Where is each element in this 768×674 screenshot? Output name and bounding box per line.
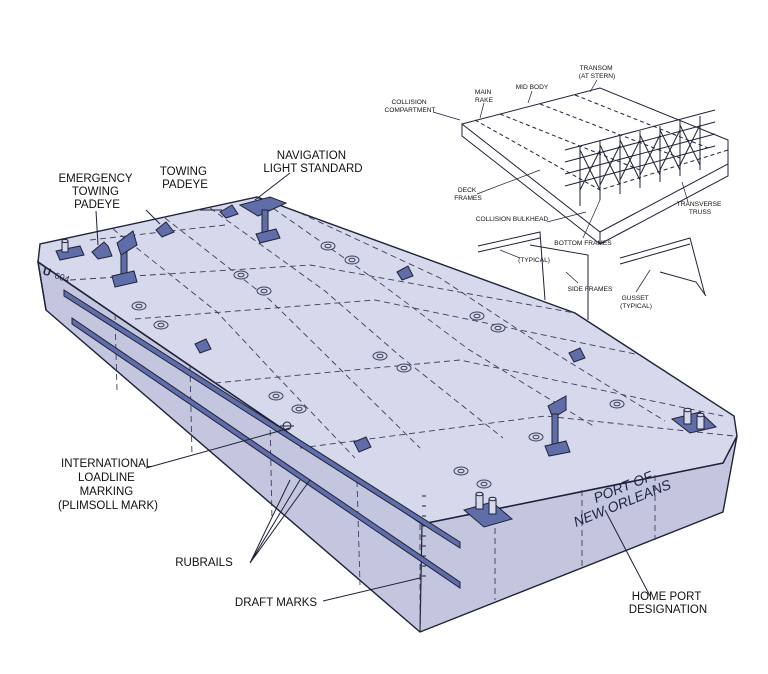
- towing-padeye-left-shape: [155, 221, 175, 238]
- hatch: [131, 301, 147, 311]
- cleat-deck-4: [568, 347, 586, 363]
- inset-frame: [460, 87, 729, 320]
- inset-label-deck-frames: DECK FRAMES: [454, 187, 482, 202]
- draft-marks: [422, 495, 426, 577]
- rubrail-upper: [63, 289, 461, 549]
- hatch: [268, 391, 284, 401]
- leader-lines: [95, 172, 651, 602]
- label-international-loadline-marking: INTERNATIONAL LOADLINE MARKING (PLIMSOLL…: [58, 458, 158, 512]
- inset-label-side-frames: SIDE FRAMES: [568, 286, 613, 293]
- hatch: [476, 479, 492, 489]
- hatch: [291, 404, 307, 414]
- hatch: [256, 286, 272, 296]
- towing-padeye-right-shape: [219, 204, 239, 219]
- hatch: [469, 311, 485, 321]
- cleat-deck-1: [396, 265, 414, 281]
- hatch: [609, 399, 625, 409]
- inset-label-bottom-frames: BOTTOM FRAMES: [554, 240, 612, 247]
- label-navigation-light-standard: NAVIGATION LIGHT STANDARD: [263, 150, 362, 175]
- inset-label-typical: (TYPICAL): [518, 257, 550, 264]
- light-standard-stern: [544, 395, 571, 457]
- bitt-bow: [55, 238, 85, 261]
- cleat-deck-3: [353, 436, 372, 453]
- light-standard-nav: [238, 196, 288, 244]
- inset-label-transverse-truss: TRANSVERSE TRUSS: [677, 201, 724, 216]
- inset-label-mid-body: MID BODY: [516, 84, 549, 91]
- emergency-towing-padeye-shape: [91, 241, 113, 260]
- inset-leaders: [432, 79, 689, 293]
- hatch: [233, 270, 249, 280]
- deck-framing-lines: [69, 196, 735, 632]
- inset-labels: TRANSOM (AT STERN) MID BODY MAIN RAKE CO…: [384, 65, 724, 310]
- inset-label-gusset: GUSSET (TYPICAL): [620, 295, 652, 310]
- rubrail-lower: [71, 317, 461, 589]
- hatch: [453, 466, 469, 476]
- inset-label-main-rake: MAIN RAKE: [475, 89, 494, 104]
- rubrails: [63, 289, 461, 589]
- hull-id-letter: U: [41, 265, 52, 279]
- hatch: [153, 320, 169, 330]
- light-standards: [111, 196, 571, 457]
- mooring-bitts: [55, 238, 718, 528]
- bitt-port-fwd: [462, 491, 514, 528]
- hatch: [528, 432, 544, 442]
- plimsoll-mark: [280, 421, 294, 431]
- inset-label-collision-compartment: COLLISION COMPARTMENT: [384, 99, 435, 114]
- hatch: [372, 351, 388, 361]
- structure-inset: TRANSOM (AT STERN) MID BODY MAIN RAKE CO…: [384, 65, 729, 320]
- hatch: [490, 323, 506, 333]
- padeyes: [91, 204, 586, 453]
- hatch: [320, 241, 336, 251]
- label-home-port-designation: HOME PORT DESIGNATION: [629, 591, 707, 616]
- hull-id-number: 604: [53, 270, 70, 284]
- inset-label-collision-bulkhead: COLLISION BULKHEAD: [476, 216, 549, 223]
- hatch: [344, 255, 360, 265]
- barge-hull: [37, 196, 738, 633]
- hatch: [396, 363, 412, 373]
- deck-hatches: [131, 241, 625, 489]
- label-rubrails: RUBRAILS: [175, 557, 233, 569]
- label-emergency-towing-padeye: EMERGENCY TOWING PADEYE: [58, 173, 135, 211]
- bitt-stern: [670, 407, 718, 434]
- main-labels: EMERGENCY TOWING PADEYE TOWING PADEYE NA…: [58, 150, 707, 616]
- inset-label-transom: TRANSOM (AT STERN): [579, 65, 615, 80]
- cleat-deck-2: [194, 338, 212, 354]
- label-draft-marks: DRAFT MARKS: [235, 597, 318, 609]
- label-towing-padeye: TOWING PADEYE: [160, 166, 210, 191]
- light-standard-bow: [111, 230, 138, 288]
